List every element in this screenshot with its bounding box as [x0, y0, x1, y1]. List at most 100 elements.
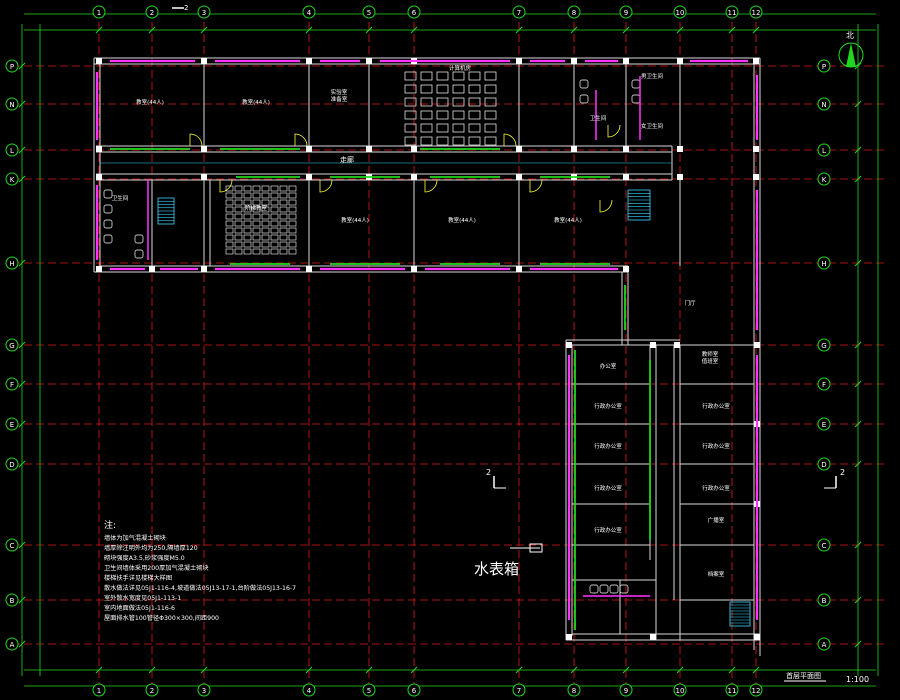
axis-label-8-0: 8 [572, 9, 576, 17]
dim-tick-top2-5 [410, 26, 418, 34]
axis-bubble-C-0 [5, 538, 19, 552]
column-40 [754, 342, 760, 348]
furniture [103, 71, 650, 597]
seat-1-4 [261, 192, 270, 199]
dim-tick-l-11 [18, 640, 26, 648]
dim-tick-l-0 [18, 62, 26, 70]
fixture-1 [103, 204, 113, 214]
column-31 [149, 266, 155, 272]
column-39 [674, 342, 680, 348]
dim-tick-bot-3 [305, 666, 313, 674]
room-label-r5: 卫生间 [590, 114, 607, 122]
water-meter-box: 水表箱 [474, 543, 543, 578]
seat-8-0 [225, 241, 234, 248]
room-label-r3: 实验室准备室 [331, 88, 348, 103]
room-label-r15: 教师室值班室 [702, 350, 719, 365]
desk-2-3 [452, 97, 465, 107]
fixture-9 [631, 94, 641, 104]
dim-tick-r-0 [854, 62, 862, 70]
door-6 [529, 179, 543, 193]
column-3 [201, 58, 207, 64]
column-22 [623, 146, 629, 152]
room-label-r23: 广播室 [708, 516, 725, 524]
seat-6-4 [261, 227, 270, 234]
dim-tick-l-3 [18, 175, 26, 183]
axis-label-5-0: 5 [367, 9, 371, 17]
fixture-0 [103, 189, 113, 199]
fixture-4 [134, 234, 144, 244]
note-line-0: 墙体为加气混凝土砌块 [104, 534, 166, 542]
seat-1-6 [279, 192, 288, 199]
dim-tick-bot-8 [622, 666, 630, 674]
column-36 [623, 266, 629, 272]
room-label-r13: 门厅 [684, 299, 696, 307]
desk-3-4 [468, 110, 481, 120]
room-label-r16: 行政办公室 [594, 402, 622, 410]
seat-0-3 [252, 185, 261, 192]
axis-bubble-L-0 [5, 143, 19, 157]
axis-label-F-1: F [822, 381, 826, 389]
axis-label-1-0: 1 [97, 9, 101, 17]
dim-tick-top2-3 [305, 26, 313, 34]
dim-tick-top2-6 [515, 26, 523, 34]
dim-tick-top2-9 [676, 26, 684, 34]
seat-8-3 [252, 241, 261, 248]
seat-0-5 [270, 185, 279, 192]
axis-label-11-0: 11 [728, 9, 737, 17]
axis-bubble-F-0 [5, 377, 19, 391]
room-label-r9: 阶梯教室 [245, 204, 268, 212]
dim-tick-bot-10 [728, 666, 736, 674]
column-2 [96, 174, 102, 180]
dim-tick-l-7 [18, 420, 26, 428]
room-label-r6: 男卫生间 [641, 72, 663, 80]
axis-bubble-B-0 [5, 593, 19, 607]
axis-label-K-1: K [822, 176, 827, 184]
room-label-r8: 卫生间 [112, 194, 129, 202]
axis-label-1-1: 1 [97, 687, 101, 695]
walls [93, 57, 761, 656]
desk-4-2 [436, 123, 449, 133]
dim-tick-top2-8 [622, 26, 630, 34]
seat-6-1 [234, 227, 243, 234]
room-label-r19: 行政办公室 [594, 526, 622, 534]
room-label-r11: 教室(44人) [448, 216, 476, 224]
axis-label-L-0: L [10, 147, 14, 155]
column-10 [366, 146, 372, 152]
desk-4-3 [452, 123, 465, 133]
axis-label-4-0: 4 [307, 9, 312, 17]
axis-bubble-10-1 [673, 683, 687, 697]
seat-6-2 [243, 227, 252, 234]
desk-1-1 [420, 84, 433, 94]
axis-label-K-0: K [10, 176, 15, 184]
axis-label-5-1: 5 [367, 687, 371, 695]
note-line-8: 屋面排水管100管径Φ300×300,间距900 [104, 614, 219, 622]
seat-9-1 [234, 248, 243, 255]
axis-label-E-1: E [822, 421, 826, 429]
axis-label-3-1: 3 [202, 687, 206, 695]
desk-0-2 [436, 71, 449, 81]
axis-bubble-12-0 [749, 5, 763, 19]
door-1 [294, 133, 308, 147]
dim-tick-r-11 [854, 640, 862, 648]
seat-1-3 [252, 192, 261, 199]
seat-5-6 [279, 220, 288, 227]
dim-tick-top2-11 [752, 26, 760, 34]
axis-label-7-1: 7 [517, 687, 521, 695]
seat-3-6 [279, 206, 288, 213]
axis-label-B-1: B [822, 597, 827, 605]
seat-1-5 [270, 192, 279, 199]
axis-label-D-0: D [9, 461, 14, 469]
seat-3-2 [243, 206, 252, 213]
axis-bubble-B-1 [817, 593, 831, 607]
axis-label-N-0: N [9, 101, 14, 109]
column-28 [753, 146, 759, 152]
axis-label-2-0: 2 [150, 9, 154, 17]
desk-5-4 [468, 136, 481, 146]
section-mark-right-label: 2 [840, 468, 845, 477]
column-16 [516, 146, 522, 152]
column-23 [623, 174, 629, 180]
column-21 [623, 58, 629, 64]
seat-2-7 [288, 199, 297, 206]
room-label-r12: 教室(44人) [554, 216, 582, 224]
dim-tick-l-8 [18, 460, 26, 468]
